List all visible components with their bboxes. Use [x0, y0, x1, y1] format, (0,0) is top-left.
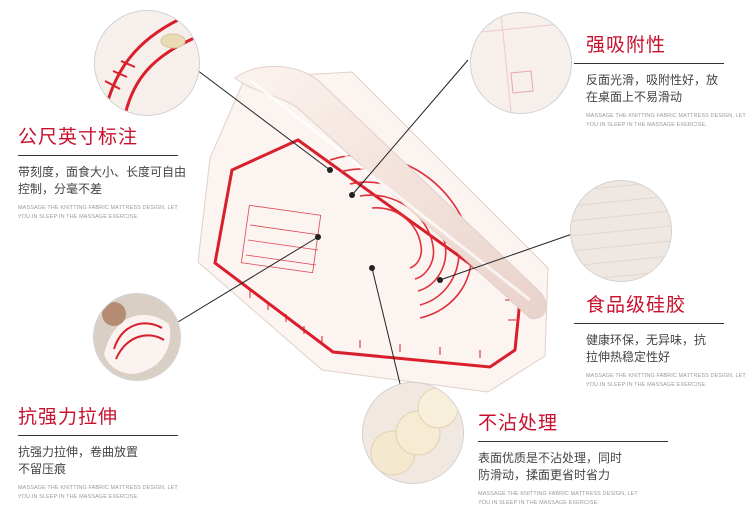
divider	[18, 435, 178, 436]
feature-title: 公尺英寸标注	[18, 126, 139, 148]
feature-title: 不沾处理	[478, 412, 559, 434]
divider	[574, 323, 724, 324]
english-line: YOU IN SLEEP IN THE MASSAGE EXERCISE.	[18, 494, 139, 500]
dough-closeup-image	[362, 382, 464, 484]
feature-stretch: 抗强力拉伸 抗强力拉伸，卷曲放置 不留压痕 MASSAGE THE KNITTI…	[18, 402, 208, 502]
description-line: 防滑动，揉面更省时省力	[478, 468, 611, 482]
description-line: 表面优质是不沾处理，同时	[478, 451, 623, 465]
silicone-texture-closeup-image	[570, 180, 672, 282]
smooth-back-closeup-image	[470, 12, 572, 114]
english-line: YOU IN SLEEP IN THE MASSAGE EXERCISE.	[586, 382, 707, 388]
feature-description: 抗强力拉伸，卷曲放置 不留压痕	[18, 444, 208, 478]
feature-adsorption: 强吸附性 反面光滑，吸附性好，放 在桌面上不易滑动 MASSAGE THE KN…	[574, 30, 746, 130]
english-line: YOU IN SLEEP IN THE MASSAGE EXERCISE.	[18, 214, 139, 220]
english-line: YOU IN SLEEP IN THE MASSAGE EXERCISE.	[478, 500, 599, 506]
english-line: YOU IN SLEEP IN THE MASSAGE EXERCISE.	[586, 122, 707, 128]
feature-food-grade: 食品级硅胶 健康环保，无异味，抗 拉伸热稳定性好 MASSAGE THE KNI…	[574, 290, 746, 390]
english-line: MASSAGE THE KNITTING FABRIC MATTRESS DES…	[478, 491, 638, 497]
feature-description: 反面光滑，吸附性好，放 在桌面上不易滑动	[586, 72, 746, 106]
feature-description: 健康环保，无异味，抗 拉伸热稳定性好	[586, 332, 746, 366]
feature-non-stick: 不沾处理 表面优质是不沾处理，同时 防滑动，揉面更省时省力 MASSAGE TH…	[478, 408, 678, 508]
english-line: MASSAGE THE KNITTING FABRIC MATTRESS DES…	[586, 373, 746, 379]
feature-english-text: MASSAGE THE KNITTING FABRIC MATTRESS DES…	[18, 484, 208, 502]
description-line: 拉伸热稳定性好	[586, 350, 671, 364]
description-line: 抗强力拉伸，卷曲放置	[18, 445, 139, 459]
folded-mat-closeup-image	[93, 293, 181, 381]
feature-title: 抗强力拉伸	[18, 406, 119, 428]
feature-ruler: 公尺英寸标注 带刻度，面食大小、长度可自由 控制，分毫不差 MASSAGE TH…	[18, 122, 208, 222]
feature-title: 强吸附性	[586, 34, 667, 56]
divider	[478, 441, 668, 442]
feature-english-text: MASSAGE THE KNITTING FABRIC MATTRESS DES…	[586, 112, 746, 130]
description-line: 在桌面上不易滑动	[586, 90, 683, 104]
feature-english-text: MASSAGE THE KNITTING FABRIC MATTRESS DES…	[586, 372, 746, 390]
description-line: 控制，分毫不差	[18, 182, 103, 196]
feature-english-text: MASSAGE THE KNITTING FABRIC MATTRESS DES…	[478, 490, 678, 508]
feature-description: 带刻度，面食大小、长度可自由 控制，分毫不差	[18, 164, 208, 198]
feature-description: 表面优质是不沾处理，同时 防滑动，揉面更省时省力	[478, 450, 678, 484]
description-line: 带刻度，面食大小、长度可自由	[18, 165, 187, 179]
description-line: 健康环保，无异味，抗	[586, 333, 707, 347]
ruler-closeup-image	[94, 10, 200, 116]
english-line: MASSAGE THE KNITTING FABRIC MATTRESS DES…	[18, 485, 178, 491]
feature-title: 食品级硅胶	[586, 294, 687, 316]
divider	[18, 155, 178, 156]
english-line: MASSAGE THE KNITTING FABRIC MATTRESS DES…	[18, 205, 178, 211]
description-line: 反面光滑，吸附性好，放	[586, 73, 719, 87]
feature-english-text: MASSAGE THE KNITTING FABRIC MATTRESS DES…	[18, 204, 208, 222]
description-line: 不留压痕	[18, 462, 67, 476]
divider	[574, 63, 724, 64]
english-line: MASSAGE THE KNITTING FABRIC MATTRESS DES…	[586, 113, 746, 119]
